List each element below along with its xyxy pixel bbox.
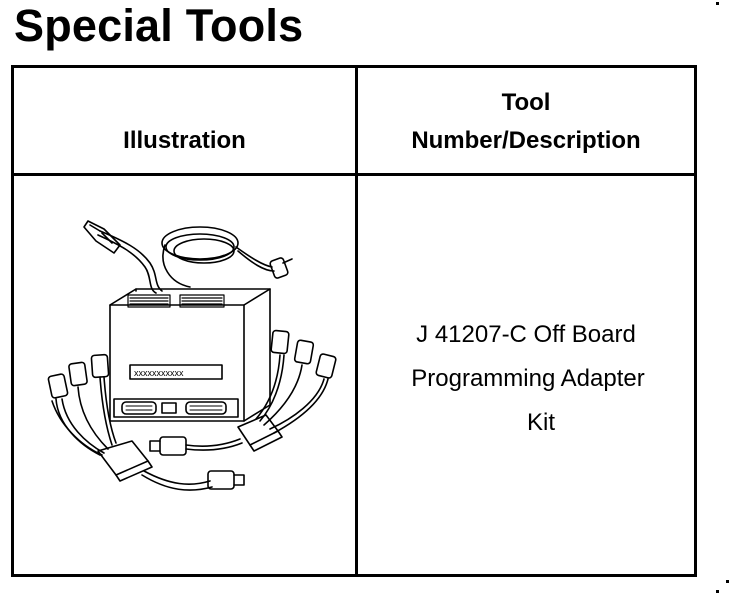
corner-mark <box>716 590 719 593</box>
illustration-label-text: xxxxxxxxxxx <box>134 368 184 378</box>
header-divider <box>14 173 694 176</box>
page-title: Special Tools <box>14 0 304 51</box>
column-header-illustration: Illustration <box>123 127 246 154</box>
tool-description-line3: Kit <box>526 409 555 436</box>
corner-mark <box>726 580 729 583</box>
special-tools-table: Illustration Tool Number/Description J 4… <box>11 65 697 577</box>
column-divider <box>355 68 358 574</box>
column-header-tool-number: Tool Number/Description <box>358 84 694 160</box>
programming-adapter-kit-illustration: xxxxxxxxxxx <box>47 220 337 491</box>
tool-description: J 41207-C Off Board Programming Adapter … <box>358 313 694 445</box>
column-header-tool-line2: Number/Description <box>411 127 641 154</box>
column-header-tool-line1: Tool <box>501 89 551 116</box>
tool-description-line2: Programming Adapter <box>411 365 645 392</box>
tool-description-line1: J 41207-C Off Board <box>416 321 636 348</box>
corner-mark <box>716 2 719 5</box>
